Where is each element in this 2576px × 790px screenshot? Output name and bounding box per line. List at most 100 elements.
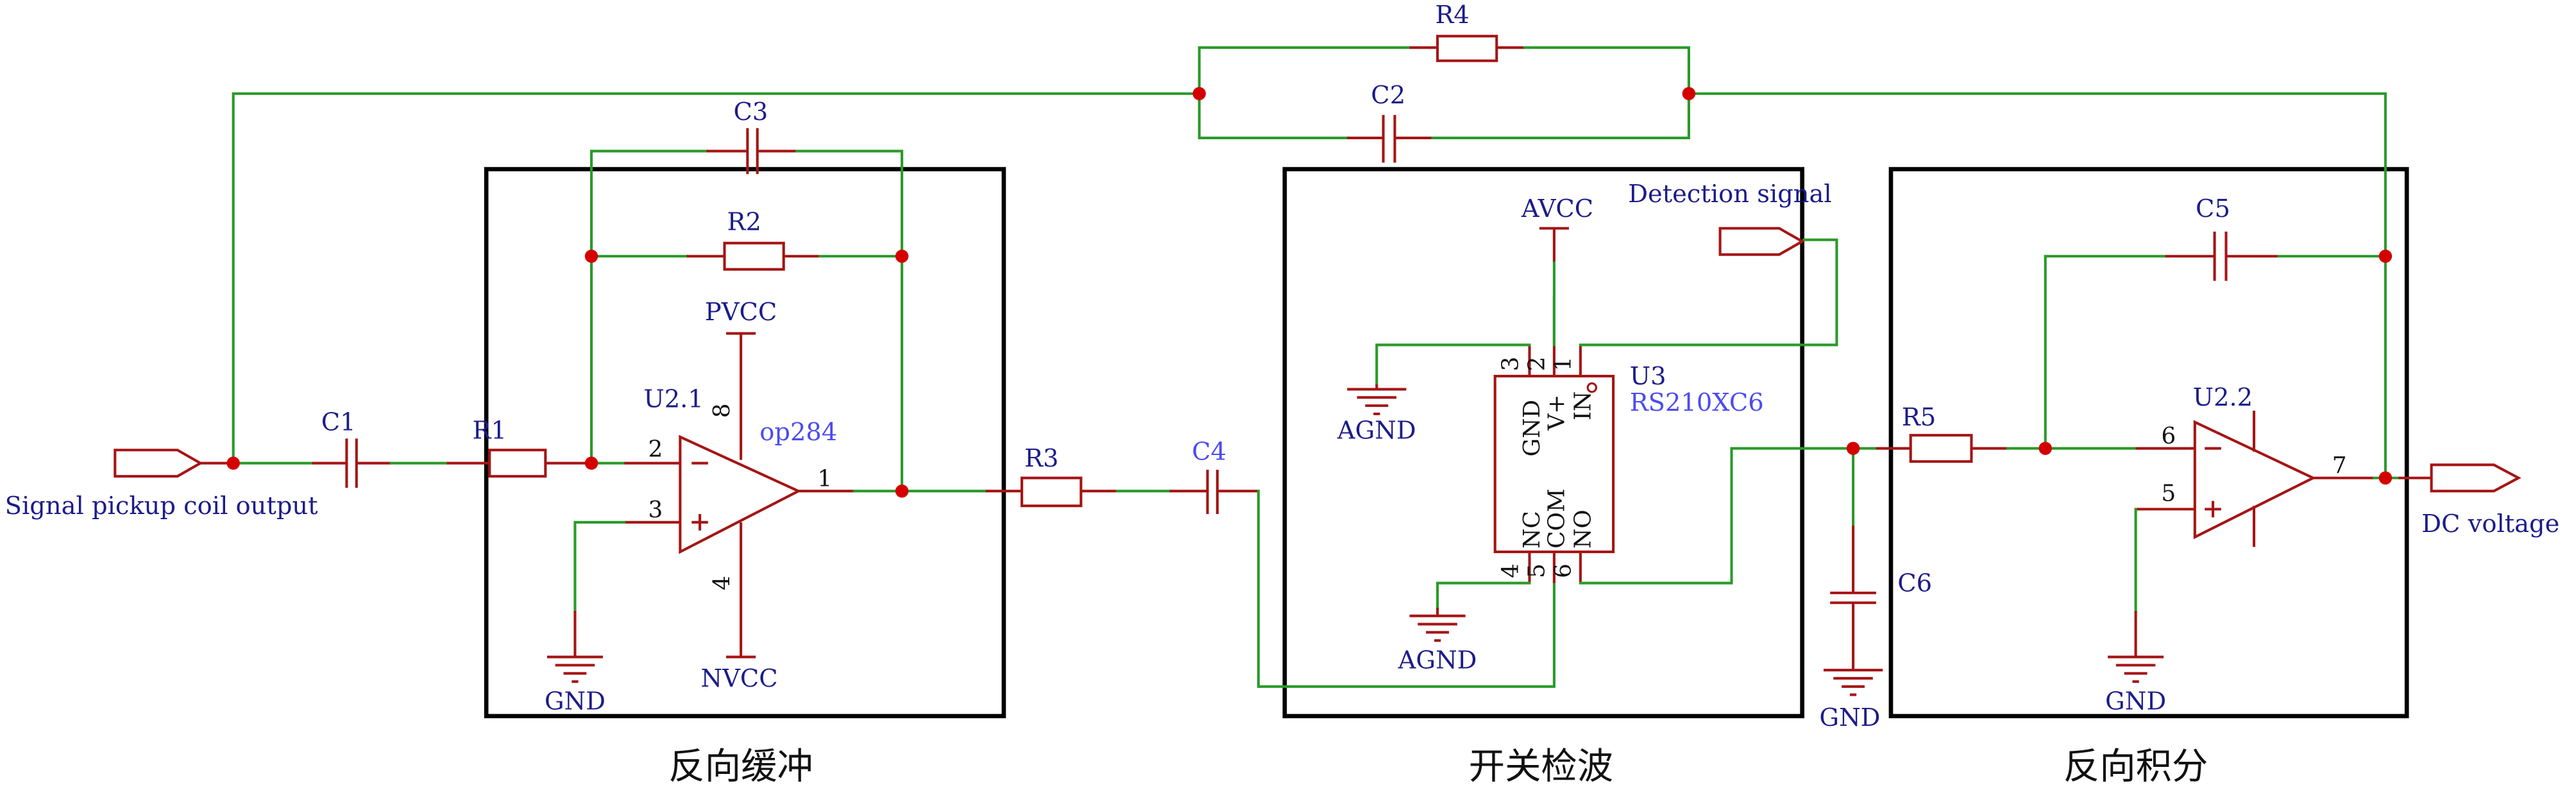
junction-dot: [2378, 471, 2393, 485]
u3-pin-6: 6: [1550, 563, 1577, 578]
label-pvcc: PVCC: [705, 298, 777, 327]
u3-pin-2: 2: [1524, 357, 1550, 372]
label-gnd-c6: GND: [1819, 703, 1880, 732]
caption-integrator: 反向积分: [2063, 746, 2208, 787]
caption-buffer: 反向缓冲: [668, 746, 813, 787]
u3-pin-name-vplus: V+: [1543, 395, 1570, 431]
label-c6: C6: [1897, 569, 1932, 597]
wire-c3-left: [589, 150, 708, 465]
u3-pin-name-nc: NC: [1519, 511, 1545, 549]
label-u3: U3: [1630, 362, 1666, 391]
junction-dot: [584, 250, 598, 263]
capacitor-c4[interactable]: [1169, 469, 1258, 515]
wire-outer-feedback-right: [1687, 92, 2387, 479]
label-agnd-top: AGND: [1337, 416, 1416, 445]
junctions: [226, 87, 2393, 498]
junction-dot: [1846, 442, 1860, 455]
label-gnd-buffer: GND: [545, 687, 606, 716]
wire-r4-left: [1198, 46, 1411, 95]
u2-2-pin-7: 7: [2332, 452, 2347, 479]
junction-dot: [226, 456, 240, 470]
label-agnd-bottom: AGND: [1398, 646, 1477, 675]
output-port[interactable]: [2430, 463, 2521, 493]
junction-dot: [2378, 250, 2393, 263]
resistor-r5[interactable]: [1876, 434, 2008, 463]
u3-pin-name-no: NO: [1570, 510, 1596, 549]
pin-2: 2: [648, 436, 663, 462]
u3-pin-5: 5: [1524, 563, 1550, 578]
wire-u2-1-noninv: [573, 520, 626, 613]
capacitor-c2[interactable]: [1347, 115, 1433, 163]
wire-c4-to-com: [1257, 490, 1555, 688]
u3-pin-name-in: IN: [1570, 391, 1596, 420]
wire-outer-feedback-left: [232, 92, 1201, 465]
label-detection-signal: Detection signal: [1628, 180, 1831, 209]
input-port[interactable]: [114, 449, 233, 478]
ground-symbol-c6: [1823, 669, 1883, 696]
u3-pin-1: 1: [1550, 357, 1577, 372]
u3-pin-3: 3: [1498, 357, 1524, 372]
pin-3: 3: [648, 497, 663, 523]
label-r2: R2: [727, 207, 761, 236]
label-r4: R4: [1435, 1, 1469, 30]
label-nvcc: NVCC: [700, 664, 777, 693]
block-border-buffer: [484, 167, 1006, 719]
detection-signal-port[interactable]: [1718, 227, 1805, 256]
resistor-r2[interactable]: [686, 241, 820, 271]
capacitor-c1[interactable]: [312, 438, 391, 488]
label-r3: R3: [1024, 444, 1058, 473]
opamp-u2-2[interactable]: [2193, 410, 2316, 547]
port-arrow-icon: [2430, 463, 2521, 493]
capacitor-c5[interactable]: [2165, 231, 2279, 281]
resistor-r1[interactable]: [446, 449, 592, 478]
input-port-label: Signal pickup coil output: [5, 492, 318, 520]
opamp-u2-1[interactable]: [679, 332, 802, 658]
wire-u3-nc: [1436, 581, 1531, 609]
label-gnd-integrator: GND: [2105, 687, 2166, 716]
junction-dot: [1192, 87, 1206, 101]
capacitor-c3[interactable]: [706, 128, 797, 175]
u3-pin-4: 4: [1498, 563, 1524, 578]
analog-switch-u3[interactable]: [1493, 295, 1615, 583]
label-op284: op284: [759, 418, 837, 447]
ground-symbol-integrator: [2108, 611, 2164, 683]
label-c3: C3: [734, 98, 768, 126]
junction-dot: [895, 250, 909, 263]
pin-4: 4: [709, 576, 735, 590]
caption-detector: 开关检波: [1469, 746, 1613, 787]
resistor-r3[interactable]: [985, 476, 1117, 508]
label-c2: C2: [1371, 81, 1405, 110]
junction-dot: [895, 484, 909, 498]
junction-dot: [1682, 87, 1696, 101]
label-u2-1: U2.1: [643, 385, 703, 414]
wire-u3-gnd: [1375, 343, 1531, 386]
u2-2-pin-6: 6: [2161, 423, 2176, 449]
wire-u3-in: [1579, 238, 1838, 347]
port-arrow-icon: [1718, 227, 1805, 256]
wire-c3-right: [795, 150, 904, 493]
ground-symbol-agnd-top: [1347, 384, 1407, 415]
label-r5: R5: [1902, 403, 1936, 432]
u2-2-pin-5: 5: [2161, 481, 2176, 507]
ground-symbol-agnd-bottom: [1409, 607, 1466, 642]
port-arrow-icon: [114, 449, 203, 478]
wire-c2-left: [1198, 92, 1349, 140]
u3-pin-name-com: COM: [1543, 488, 1570, 548]
resistor-r4[interactable]: [1409, 35, 1525, 62]
label-rs210xc6: RS210XC6: [1630, 388, 1764, 417]
label-u2-2: U2.2: [2193, 383, 2253, 412]
label-avcc: AVCC: [1521, 194, 1593, 223]
wire-r4-right: [1523, 46, 1690, 140]
junction-dot: [584, 456, 598, 470]
junction-dot: [2038, 442, 2052, 455]
pin-8: 8: [709, 403, 735, 418]
pin1-marker-icon: [1586, 382, 1598, 393]
label-c1: C1: [321, 408, 356, 437]
label-c4: C4: [1192, 438, 1226, 467]
wire-u3-no: [1579, 447, 1855, 585]
capacitor-c6[interactable]: [1830, 525, 1876, 671]
u3-pin-name-gnd: GND: [1519, 400, 1545, 457]
block-border-integrator: [1888, 167, 2409, 719]
wire-c5-left: [2044, 255, 2167, 450]
